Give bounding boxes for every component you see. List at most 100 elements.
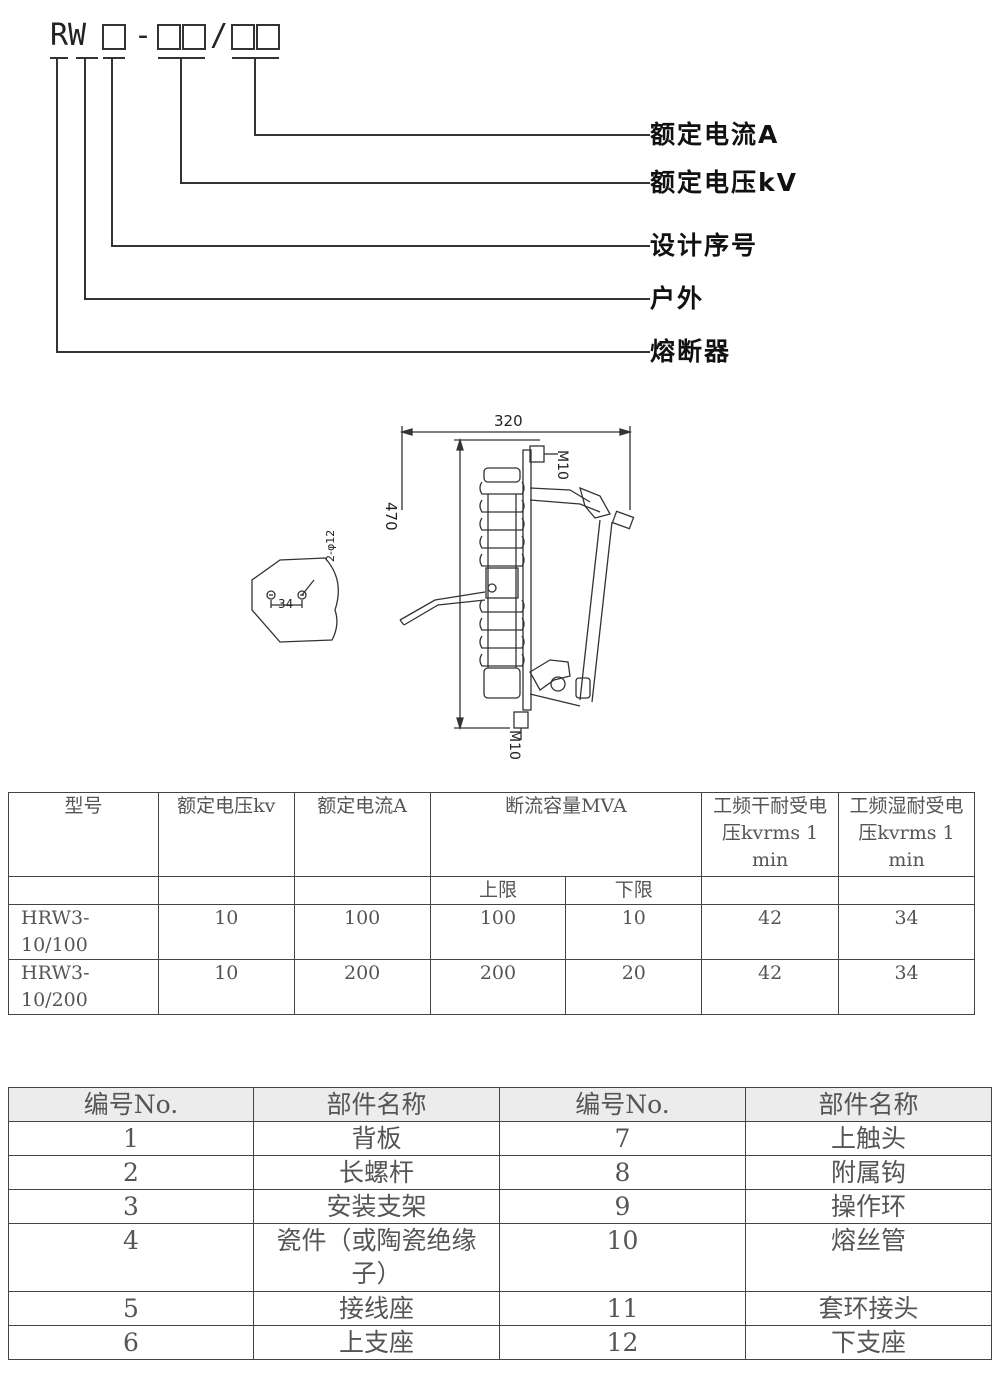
code-prefix: RW xyxy=(50,18,87,53)
back-plate xyxy=(522,449,532,711)
table-row: 3 安装支架 9 操作环 xyxy=(8,1189,992,1224)
cell-part-no: 1 xyxy=(8,1121,254,1156)
legend-label-rated-voltage: 额定电压kV xyxy=(650,168,798,197)
cell-part-no: 10 xyxy=(499,1223,746,1292)
bolt-label-bottom: M10 xyxy=(506,730,522,760)
cell-lower: 20 xyxy=(565,959,703,1015)
placeholder-box-series xyxy=(102,24,126,50)
cell-dry: 42 xyxy=(701,959,840,1015)
placeholder-box-voltage-1 xyxy=(157,24,181,50)
leader-line-voltage xyxy=(180,58,650,184)
placeholder-box-current-2 xyxy=(256,24,280,50)
cell-part-no: 12 xyxy=(499,1325,746,1360)
leader-line-outdoor xyxy=(84,58,650,300)
cell-part-name: 接线座 xyxy=(253,1291,500,1326)
header-breaking-capacity: 断流容量MVA xyxy=(429,792,703,877)
header-part-name-left: 部件名称 xyxy=(253,1087,500,1122)
fuse-tube xyxy=(579,519,613,703)
cell-part-no: 2 xyxy=(8,1155,254,1190)
header-dry-withstand: 工频干耐受电压kvrms 1 min xyxy=(701,792,840,877)
cell-part-no: 9 xyxy=(499,1189,746,1224)
model-code-legend: RW - / 额定电流A 额定电压kV 设计序号 户外 熔断器 xyxy=(0,0,1000,400)
leader-line-design xyxy=(111,58,650,247)
leader-line-fuse xyxy=(56,58,650,353)
cell-part-name: 背板 xyxy=(253,1121,500,1156)
spec-table: 型号 额定电压kv 额定电流A 断流容量MVA 工频干耐受电压kvrms 1 m… xyxy=(8,792,975,1015)
drawing-svg xyxy=(251,426,635,740)
header-model: 型号 xyxy=(8,792,159,877)
cell-voltage: 10 xyxy=(157,904,295,960)
cell-part-name: 下支座 xyxy=(745,1325,992,1360)
hole-spec-label: 2-φ12 xyxy=(324,529,337,562)
table-row: 5 接线座 11 套环接头 xyxy=(8,1291,992,1326)
header-lower-limit: 下限 xyxy=(565,876,703,905)
header-part-no-left: 编号No. xyxy=(8,1087,254,1122)
cell-part-no: 8 xyxy=(499,1155,746,1190)
cell-part-no: 3 xyxy=(8,1189,254,1224)
header-part-no-right: 编号No. xyxy=(499,1087,746,1122)
cell-current: 100 xyxy=(293,904,431,960)
cell-part-name: 附属钩 xyxy=(745,1155,992,1190)
table-row: HRW3-10/100 10 100 100 10 42 34 xyxy=(8,904,975,960)
header-part-name-right: 部件名称 xyxy=(745,1087,992,1122)
cell-part-name: 上触头 xyxy=(745,1121,992,1156)
dimension-width: 320 xyxy=(494,412,523,430)
table-row: HRW3-10/200 10 200 200 20 42 34 xyxy=(8,959,975,1015)
lower-contact xyxy=(513,659,591,740)
cell-part-no: 5 xyxy=(8,1291,254,1326)
legend-label-design-serial: 设计序号 xyxy=(650,231,759,260)
cell-part-no: 11 xyxy=(499,1291,746,1326)
cell-wet: 34 xyxy=(838,959,975,1015)
table-row: 1 背板 7 上触头 xyxy=(8,1121,992,1156)
code-dash: - xyxy=(134,18,153,53)
cell-current: 200 xyxy=(293,959,431,1015)
table-row: 6 上支座 12 下支座 xyxy=(8,1325,992,1360)
parts-header-row: 编号No. 部件名称 编号No. 部件名称 xyxy=(8,1087,992,1122)
width-dimension xyxy=(399,426,633,510)
porcelain-insulator xyxy=(479,467,525,699)
bolt-label-top: M10 xyxy=(554,450,570,480)
header-rated-current: 额定电流A xyxy=(293,792,431,877)
header-wet-withstand: 工频湿耐受电压kvrms 1 min xyxy=(838,792,975,877)
cell-part-no: 6 xyxy=(8,1325,254,1360)
cell-part-name: 长螺杆 xyxy=(253,1155,500,1190)
header-rated-voltage: 额定电压kv xyxy=(157,792,295,877)
legend-label-outdoor: 户外 xyxy=(650,284,705,313)
legend-lines xyxy=(50,24,650,353)
upper-contact xyxy=(529,445,635,530)
cell-voltage: 10 xyxy=(157,959,295,1015)
fuse-cutout-drawing: 320 470 M10 M10 34 2-φ12 xyxy=(240,410,660,780)
spec-subheader-row: 上限 下限 xyxy=(8,876,975,905)
cell-wet: 34 xyxy=(838,904,975,960)
cell-part-name: 套环接头 xyxy=(745,1291,992,1326)
cell-lower: 10 xyxy=(565,904,703,960)
cell-part-no: 7 xyxy=(499,1121,746,1156)
cell-part-no: 4 xyxy=(8,1223,254,1292)
table-row: 4 瓷件（或陶瓷绝缘子） 10 熔丝管 xyxy=(8,1223,992,1292)
parts-table: 编号No. 部件名称 编号No. 部件名称 1 背板 7 上触头 2 长螺杆 8… xyxy=(8,1087,992,1360)
mounting-bracket-arm xyxy=(399,591,486,626)
cell-part-name: 熔丝管 xyxy=(745,1223,992,1292)
height-dimension xyxy=(454,437,540,731)
table-row: 2 长螺杆 8 附属钩 xyxy=(8,1155,992,1190)
legend-label-fuse: 熔断器 xyxy=(650,337,732,366)
placeholder-box-voltage-2 xyxy=(182,24,206,50)
cell-upper: 100 xyxy=(429,904,567,960)
cell-part-name: 上支座 xyxy=(253,1325,500,1360)
leader-line-current xyxy=(254,58,650,136)
placeholder-box-current-1 xyxy=(231,24,255,50)
code-slash: / xyxy=(210,18,229,53)
dimension-height: 470 xyxy=(382,502,400,531)
cell-part-name: 安装支架 xyxy=(253,1189,500,1224)
cell-part-name: 瓷件（或陶瓷绝缘子） xyxy=(253,1223,500,1292)
header-upper-limit: 上限 xyxy=(429,876,567,905)
spec-header-row: 型号 额定电压kv 额定电流A 断流容量MVA 工频干耐受电压kvrms 1 m… xyxy=(8,792,975,877)
legend-label-rated-current: 额定电流A xyxy=(650,120,780,149)
cell-model: HRW3-10/200 xyxy=(8,959,159,1015)
cell-model: HRW3-10/100 xyxy=(8,904,159,960)
hole-spacing-label: 34 xyxy=(278,597,294,611)
cell-upper: 200 xyxy=(429,959,567,1015)
cell-part-name: 操作环 xyxy=(745,1189,992,1224)
cell-dry: 42 xyxy=(701,904,840,960)
mounting-plate-detail xyxy=(251,557,339,643)
